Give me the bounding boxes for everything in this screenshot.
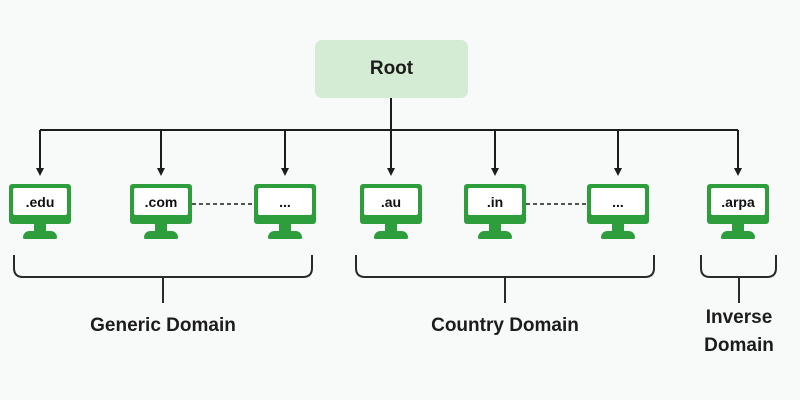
country-domain-label: Country Domain	[431, 315, 579, 336]
node-com: .com	[130, 184, 192, 244]
monitor-icon: .edu	[9, 184, 71, 224]
node-arpa: .arpa	[707, 184, 769, 244]
node-in: .in	[464, 184, 526, 244]
monitor-icon: .au	[360, 184, 422, 224]
node-label: .in	[468, 188, 522, 215]
node-label: .edu	[13, 188, 67, 215]
bracket-country	[355, 255, 655, 278]
monitor-icon: .com	[130, 184, 192, 224]
node-generic-more: ...	[254, 184, 316, 244]
inverse-domain-line2: Domain	[704, 335, 774, 356]
bracket-generic	[13, 255, 313, 278]
generic-domain-label: Generic Domain	[90, 315, 236, 336]
node-label: ...	[258, 188, 312, 215]
bracket-inverse	[700, 255, 777, 278]
inverse-domain-label: Inverse Domain	[689, 304, 789, 360]
monitor-icon: .arpa	[707, 184, 769, 224]
node-label: .com	[134, 188, 188, 215]
monitor-icon: ...	[587, 184, 649, 224]
node-label: .au	[364, 188, 418, 215]
root-node: Root	[315, 40, 468, 98]
node-country-more: ...	[587, 184, 649, 244]
monitor-icon: ...	[254, 184, 316, 224]
inverse-domain-line1: Inverse	[705, 307, 773, 328]
node-au: .au	[360, 184, 422, 244]
node-label: ...	[591, 188, 645, 215]
root-label: Root	[369, 58, 414, 79]
node-edu: .edu	[9, 184, 71, 244]
node-label: .arpa	[711, 188, 765, 215]
monitor-icon: .in	[464, 184, 526, 224]
